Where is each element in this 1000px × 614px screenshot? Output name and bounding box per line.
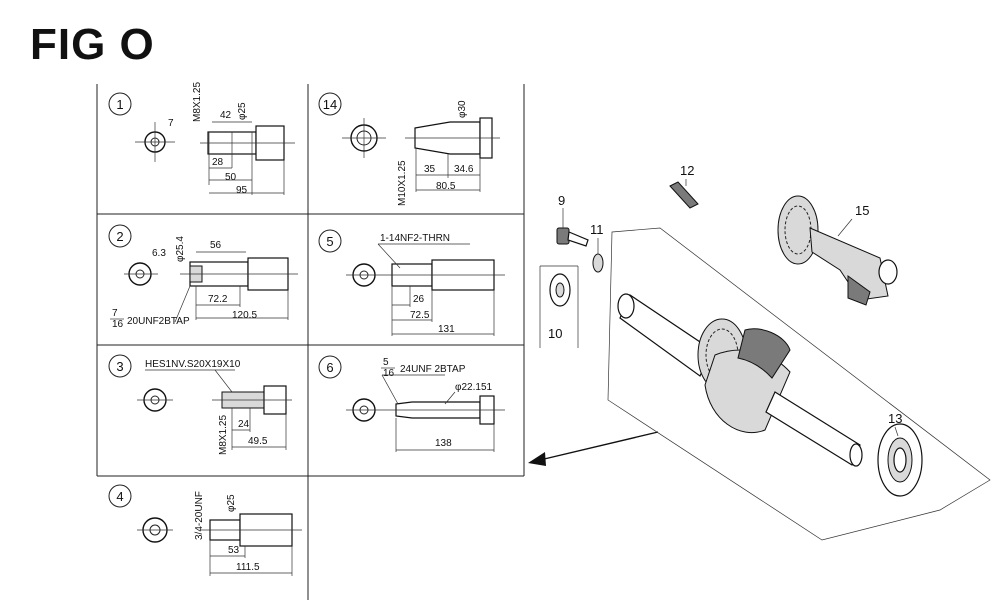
panel-3: 3 HES1NV.S20X19X10 M8X1.25 24 49.5 [108, 354, 292, 455]
panel-number-circle [318, 92, 342, 116]
key [669, 181, 699, 209]
washer [592, 253, 604, 273]
panel-number-circle [108, 224, 132, 248]
svg-text:95: 95 [236, 185, 248, 196]
panel-number-circle [318, 229, 342, 253]
panel-14: 14 φ30 M10X1.25 35 34.6 80.5 [318, 92, 500, 206]
svg-text:56: 56 [210, 240, 222, 251]
svg-text:φ25.4: φ25.4 [175, 236, 186, 262]
callout-10: 10 [548, 326, 562, 341]
panel-5: 5 1-14NF2-THRN 26 72.5 131 [318, 229, 505, 336]
svg-text:6.3: 6.3 [152, 248, 166, 259]
svg-text:111.5: 111.5 [236, 562, 260, 573]
svg-text:16: 16 [383, 368, 395, 379]
svg-text:M10X1.25: M10X1.25 [397, 160, 408, 206]
svg-text:φ25: φ25 [237, 102, 248, 120]
svg-text:49.5: 49.5 [248, 436, 268, 447]
panel-number: 3 [116, 359, 123, 374]
bolt [556, 227, 589, 247]
svg-text:35: 35 [424, 164, 436, 175]
panel-1: 1 M8X1.25 42 φ25 7 28 50 95 [108, 82, 295, 196]
callout-13: 13 [888, 411, 902, 426]
panel-2: 2 φ25.4 56 6.3 72.2 120.5 7 16 20UNF2BTA… [108, 224, 298, 330]
svg-text:φ22.151: φ22.151 [455, 382, 493, 393]
callout-15: 15 [855, 203, 869, 218]
figure-title: FIG O [30, 20, 155, 69]
svg-text:72.5: 72.5 [410, 310, 430, 321]
svg-text:5: 5 [383, 357, 389, 368]
svg-text:24: 24 [238, 419, 250, 430]
panel-number: 6 [326, 360, 333, 375]
panel-number: 14 [323, 97, 337, 112]
panel-number: 1 [116, 97, 123, 112]
callout-11: 11 [590, 222, 604, 237]
panel-6: 6 5 16 24UNF 2BTAP φ22.151 138 [318, 355, 505, 452]
svg-text:φ30: φ30 [457, 100, 468, 118]
panel-4: 4 3/4-20UNF φ25 53 111.5 [108, 484, 302, 576]
svg-text:131: 131 [438, 324, 455, 335]
svg-text:28: 28 [212, 157, 224, 168]
svg-text:26: 26 [413, 294, 425, 305]
panel-number-circle [108, 354, 132, 378]
panel-number: 4 [116, 489, 123, 504]
reference-arrow [528, 431, 659, 466]
panel-grid [96, 84, 525, 600]
svg-text:53: 53 [228, 545, 240, 556]
svg-text:42: 42 [220, 110, 232, 121]
crankshaft-assembly [539, 181, 991, 541]
svg-text:φ25: φ25 [226, 494, 237, 512]
svg-text:138: 138 [435, 438, 452, 449]
svg-text:20UNF2BTAP: 20UNF2BTAP [127, 316, 190, 327]
svg-text:72.2: 72.2 [208, 294, 228, 305]
svg-text:120.5: 120.5 [232, 310, 257, 321]
svg-text:1-14NF2-THRN: 1-14NF2-THRN [380, 233, 450, 244]
callouts: 9 11 12 15 10 13 [548, 163, 902, 437]
panel-number-circle [318, 355, 342, 379]
panel-number: 2 [116, 229, 123, 244]
balancer-shaft [777, 195, 898, 306]
svg-text:24UNF 2BTAP: 24UNF 2BTAP [400, 364, 466, 375]
svg-text:3/4-20UNF: 3/4-20UNF [194, 491, 205, 540]
callout-12: 12 [680, 163, 694, 178]
assembly-outline [607, 227, 991, 541]
output-shaft [765, 391, 861, 466]
svg-text:80.5: 80.5 [436, 181, 456, 192]
svg-text:34.6: 34.6 [454, 164, 474, 175]
panel-number-circle [108, 484, 132, 508]
panel-number-circle [108, 92, 132, 116]
svg-text:HES1NV.S20X19X10: HES1NV.S20X19X10 [145, 359, 241, 370]
svg-text:50: 50 [225, 172, 237, 183]
svg-text:7: 7 [112, 308, 118, 319]
svg-text:7: 7 [168, 118, 174, 129]
panel-number: 5 [326, 234, 333, 249]
svg-text:M8X1.25: M8X1.25 [192, 82, 203, 122]
svg-text:16: 16 [112, 319, 124, 330]
plate-washer [539, 265, 579, 348]
svg-text:M8X1.25: M8X1.25 [218, 415, 229, 455]
callout-9: 9 [558, 193, 565, 208]
